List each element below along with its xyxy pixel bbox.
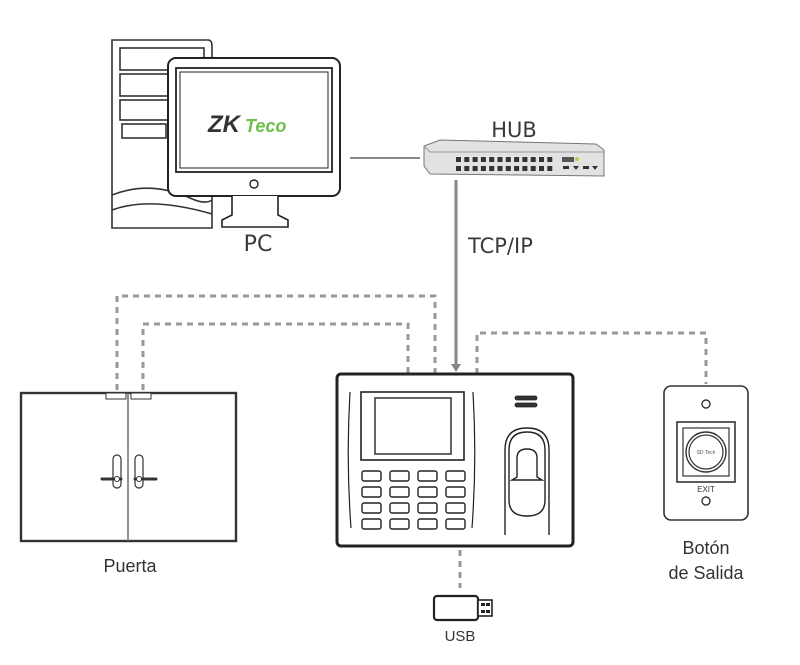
exit-button-brand: SD Tech <box>697 450 716 456</box>
hub-port <box>547 157 553 162</box>
exit-text: EXIT <box>697 485 715 494</box>
zkteco-logo-zk: ZK <box>207 111 242 138</box>
keypad-key <box>417 502 438 514</box>
hub-port <box>456 166 461 171</box>
keypad-key <box>417 518 438 530</box>
exit-button-link <box>475 331 708 384</box>
keypad-key <box>445 470 466 482</box>
door-label: Puerta <box>103 556 157 576</box>
door-link-outer <box>115 294 437 390</box>
hub-port <box>547 166 553 171</box>
hub-device <box>423 139 605 177</box>
hub-port <box>522 166 528 171</box>
hub-port <box>514 166 520 171</box>
pc-label: PC <box>243 232 273 257</box>
keypad-key <box>389 486 410 498</box>
hub-port <box>480 166 486 171</box>
hub-port <box>530 157 536 162</box>
double-door <box>19 391 238 543</box>
hub-port <box>489 166 495 171</box>
door-link-inner <box>141 322 410 390</box>
keypad-key <box>361 518 382 530</box>
hub-port <box>530 166 536 171</box>
pc-monitor <box>167 57 341 228</box>
hub-port <box>489 157 495 162</box>
keypad-key <box>389 518 410 530</box>
keypad-key <box>361 486 382 498</box>
hub-port <box>497 166 503 171</box>
hub-port <box>522 157 528 162</box>
arrow-head <box>451 364 461 372</box>
hub-port <box>464 157 470 162</box>
hub-port <box>464 166 470 171</box>
keypad-key <box>417 470 438 482</box>
keypad-key <box>361 470 382 482</box>
keypad-key <box>417 486 438 498</box>
attendance-terminal <box>335 372 575 548</box>
keypad-key <box>389 502 410 514</box>
keypad-key <box>361 502 382 514</box>
hub-port <box>472 157 478 162</box>
hub-port <box>539 157 544 162</box>
hub-port <box>456 157 461 162</box>
hub-port <box>505 166 511 171</box>
exit-button-device <box>663 385 749 521</box>
hub-port <box>497 157 503 162</box>
exit-button-label-line2: de Salida <box>668 563 744 583</box>
hub-port <box>505 157 511 162</box>
exit-button-label-line1: Botón <box>682 538 730 558</box>
keypad-key <box>445 486 466 498</box>
usb-label: USB <box>444 628 476 645</box>
hub-port <box>472 166 478 171</box>
keypad-key <box>389 470 410 482</box>
hub-port <box>480 157 486 162</box>
keypad-key <box>445 502 466 514</box>
hub-port <box>514 157 520 162</box>
usb-drive <box>432 594 493 622</box>
hub-port <box>539 166 544 171</box>
hub-label: HUB <box>491 118 537 142</box>
keypad-key <box>445 518 466 530</box>
tcpip-label: TCP/IP <box>468 234 533 258</box>
zkteco-logo-teco: Teco <box>245 116 286 136</box>
